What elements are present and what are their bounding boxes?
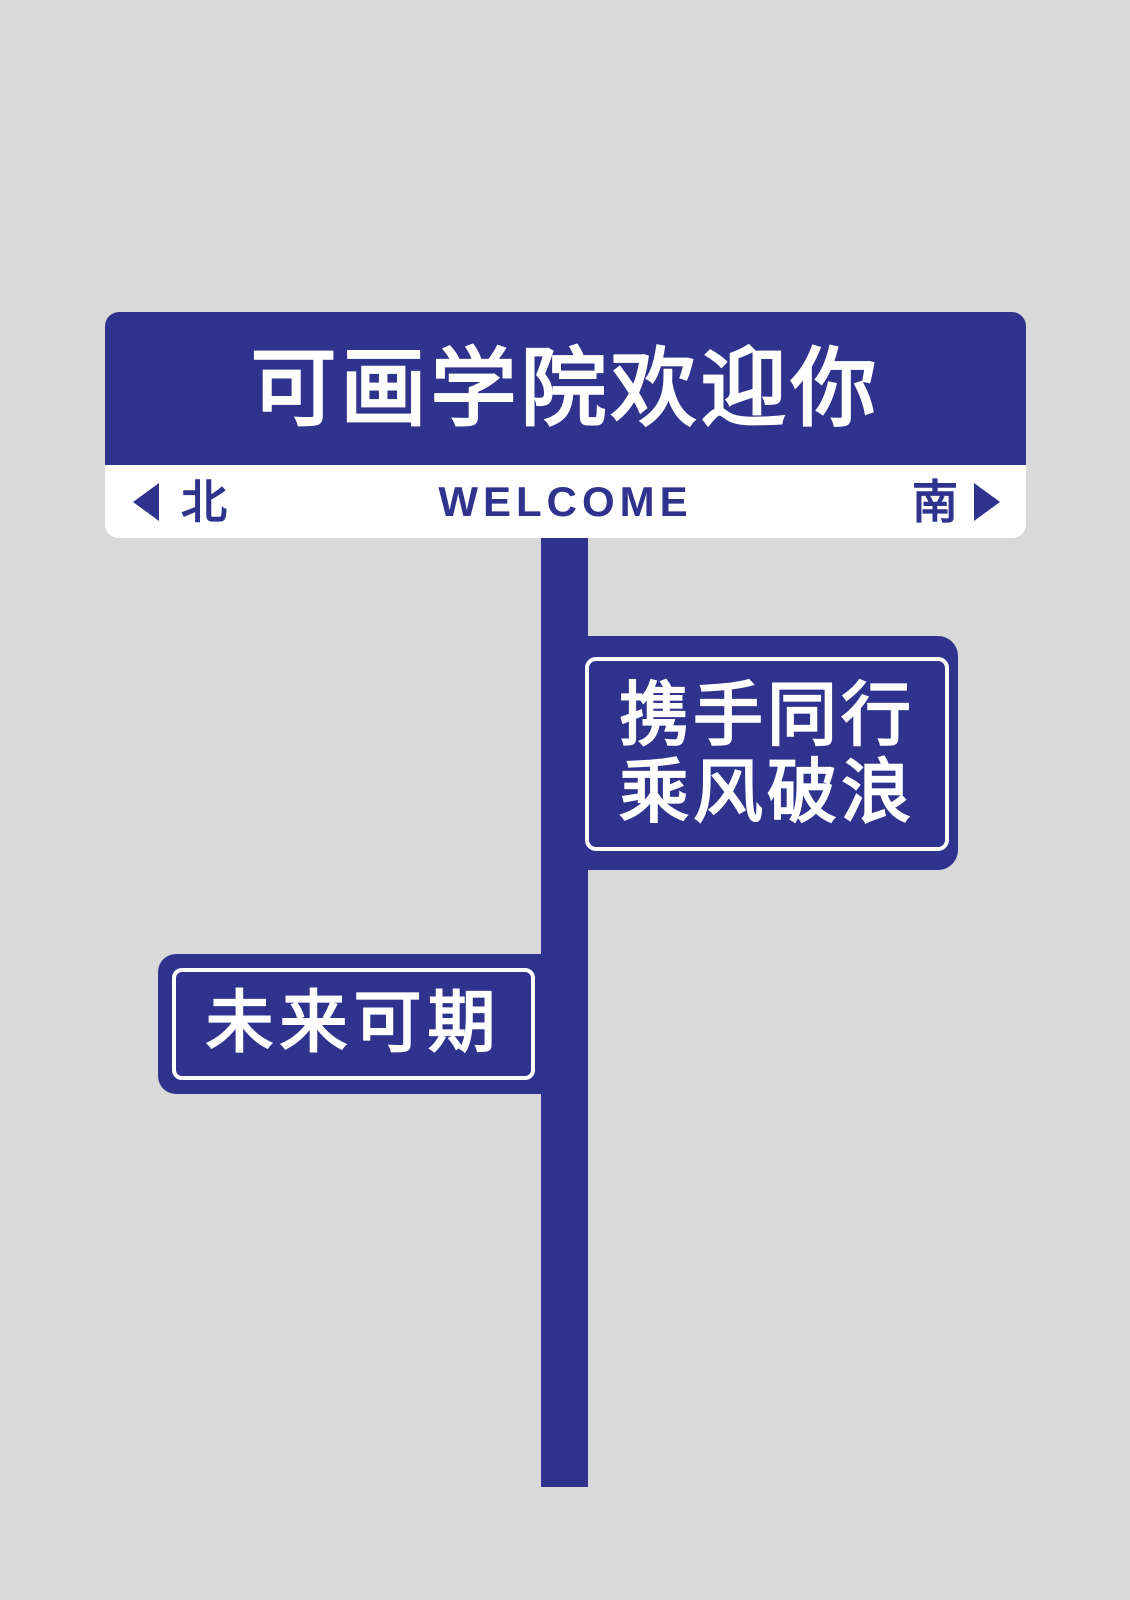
left-sign: 未来可期 <box>158 954 541 1094</box>
right-sign-frame: 携手同行 乘风破浪 <box>585 657 949 851</box>
left-sign-text: 未来可期 <box>205 984 502 1064</box>
welcome-text: WELCOME <box>438 478 693 525</box>
direction-north-label: 北 <box>181 474 227 529</box>
main-sign: 可画学院欢迎你 北 WELCOME 南 <box>105 312 1026 538</box>
right-sign: 携手同行 乘风破浪 <box>578 636 958 870</box>
right-sign-line-1: 携手同行 <box>619 673 915 756</box>
main-sign-footer: 北 WELCOME 南 <box>105 465 1026 538</box>
main-sign-header: 可画学院欢迎你 <box>105 312 1026 465</box>
main-sign-title: 可画学院欢迎你 <box>250 338 881 439</box>
direction-south: 南 <box>912 465 1000 538</box>
left-sign-frame: 未来可期 <box>172 968 535 1080</box>
triangle-left-icon <box>133 482 159 521</box>
direction-south-label: 南 <box>912 474 958 529</box>
triangle-right-icon <box>974 482 1000 521</box>
direction-north: 北 <box>133 465 227 538</box>
right-sign-line-2: 乘风破浪 <box>619 751 915 833</box>
